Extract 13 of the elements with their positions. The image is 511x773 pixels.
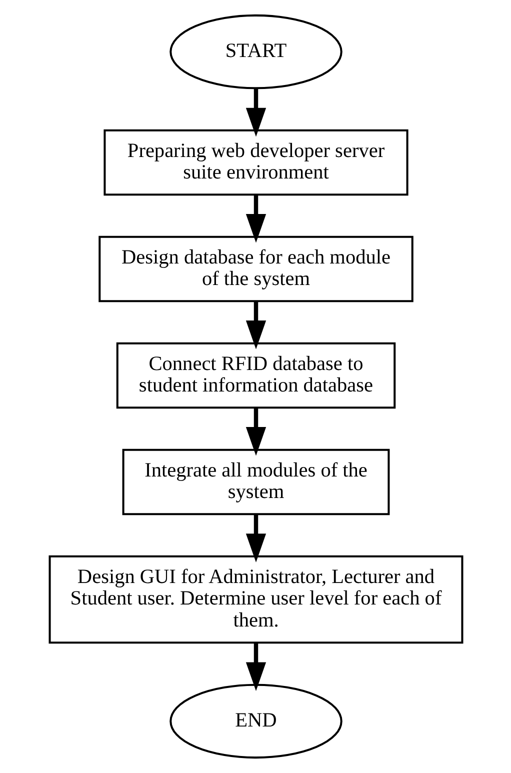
node-box: Design database for each module of the system: [98, 236, 413, 302]
arrow: [245, 514, 266, 562]
node-box: Preparing web developer server suite environment: [103, 129, 408, 196]
arrow: [245, 643, 266, 692]
arrow: [245, 302, 266, 350]
node-box: Design GUI for Administrator, Lecturer and Student user. Determine user level for each of them.: [48, 555, 463, 644]
node-box: Connect RFID database to student information database: [116, 342, 396, 409]
arrow: [245, 408, 266, 456]
arrow: [245, 88, 266, 137]
node-box: Integrate all modules of the system: [122, 448, 390, 516]
node-ellipse: END: [169, 684, 342, 759]
arrow: [245, 195, 266, 243]
node-ellipse: START: [169, 14, 342, 90]
